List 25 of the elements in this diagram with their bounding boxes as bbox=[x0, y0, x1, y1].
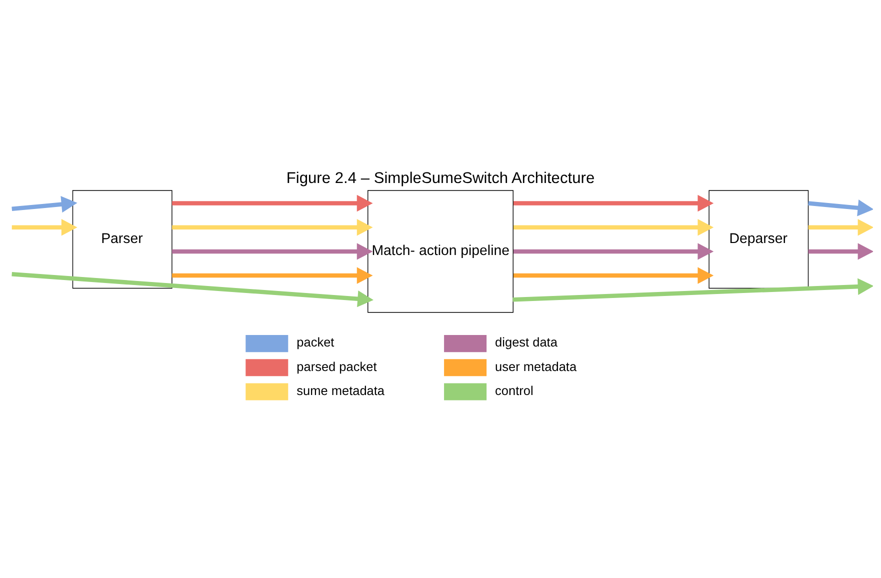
arrow bbox=[172, 243, 373, 260]
node-box: Parser bbox=[72, 190, 172, 289]
diagram-title: Figure 2.4 – SimpleSumeSwitch Architecture bbox=[286, 170, 595, 188]
arrow bbox=[12, 196, 78, 213]
arrow bbox=[808, 200, 873, 216]
arrow bbox=[808, 219, 873, 236]
arrow bbox=[513, 194, 714, 212]
arrow bbox=[513, 267, 714, 284]
arrow bbox=[513, 219, 714, 236]
legend-label: parsed packet bbox=[296, 358, 377, 374]
legend-label: sume metadata bbox=[296, 382, 385, 398]
arrow bbox=[12, 272, 374, 308]
arrow bbox=[808, 243, 873, 260]
node-box: Deparser bbox=[708, 190, 809, 289]
arrow bbox=[12, 219, 78, 236]
legend-label: control bbox=[495, 382, 534, 398]
arrow bbox=[512, 278, 873, 302]
legend-label: digest data bbox=[495, 334, 558, 350]
arrow bbox=[172, 267, 373, 284]
legend-label: user metadata bbox=[495, 358, 577, 374]
arrow bbox=[172, 219, 373, 236]
node-box: Match- action pipeline bbox=[368, 190, 514, 313]
arrow bbox=[513, 243, 714, 260]
legend-label: packet bbox=[296, 334, 334, 350]
arrow bbox=[172, 194, 373, 212]
